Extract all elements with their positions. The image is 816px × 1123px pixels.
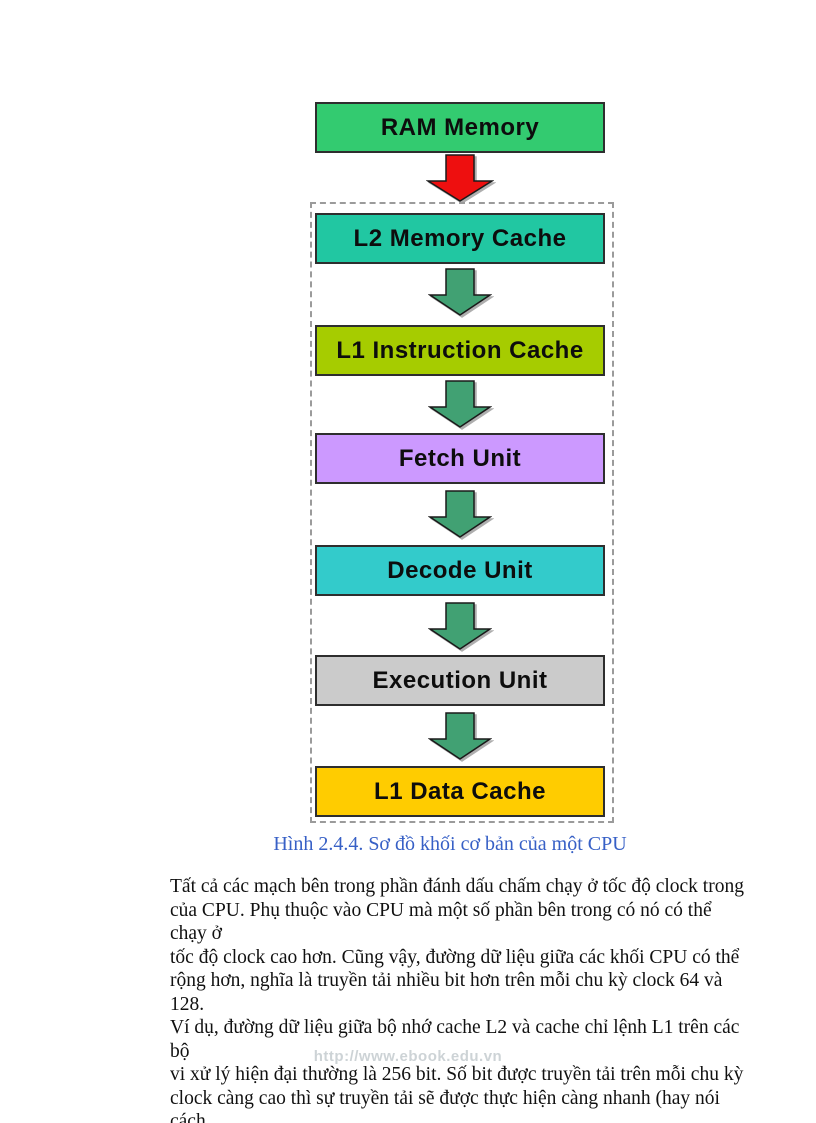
green-down-arrow-icon: [428, 380, 492, 428]
figure-caption: Hình 2.4.4. Sơ đồ khối cơ bản của một CP…: [273, 833, 627, 855]
diagram-box-decode-unit: Decode Unit: [315, 545, 605, 596]
diagram-box-fetch-unit: Fetch Unit: [315, 433, 605, 484]
red-down-arrow-icon: [426, 154, 494, 202]
green-down-arrow-icon: [428, 490, 492, 538]
cpu-dashed-boundary: [310, 202, 614, 823]
green-down-arrow-icon: [428, 602, 492, 650]
watermark-url: http://www.ebook.edu.vn: [313, 1048, 503, 1065]
diagram-box-l1-instruction-cache: L1 Instruction Cache: [315, 325, 605, 376]
diagram-box-execution-unit: Execution Unit: [315, 655, 605, 706]
green-down-arrow-icon: [428, 712, 492, 760]
green-down-arrow-icon: [428, 268, 492, 316]
diagram-box-l2-memory-cache: L2 Memory Cache: [315, 213, 605, 264]
diagram-box-l1-data-cache: L1 Data Cache: [315, 766, 605, 817]
body-paragraph: Tất cả các mạch bên trong phần đánh dấu …: [170, 876, 744, 1123]
diagram-box-ram-memory: RAM Memory: [315, 102, 605, 153]
